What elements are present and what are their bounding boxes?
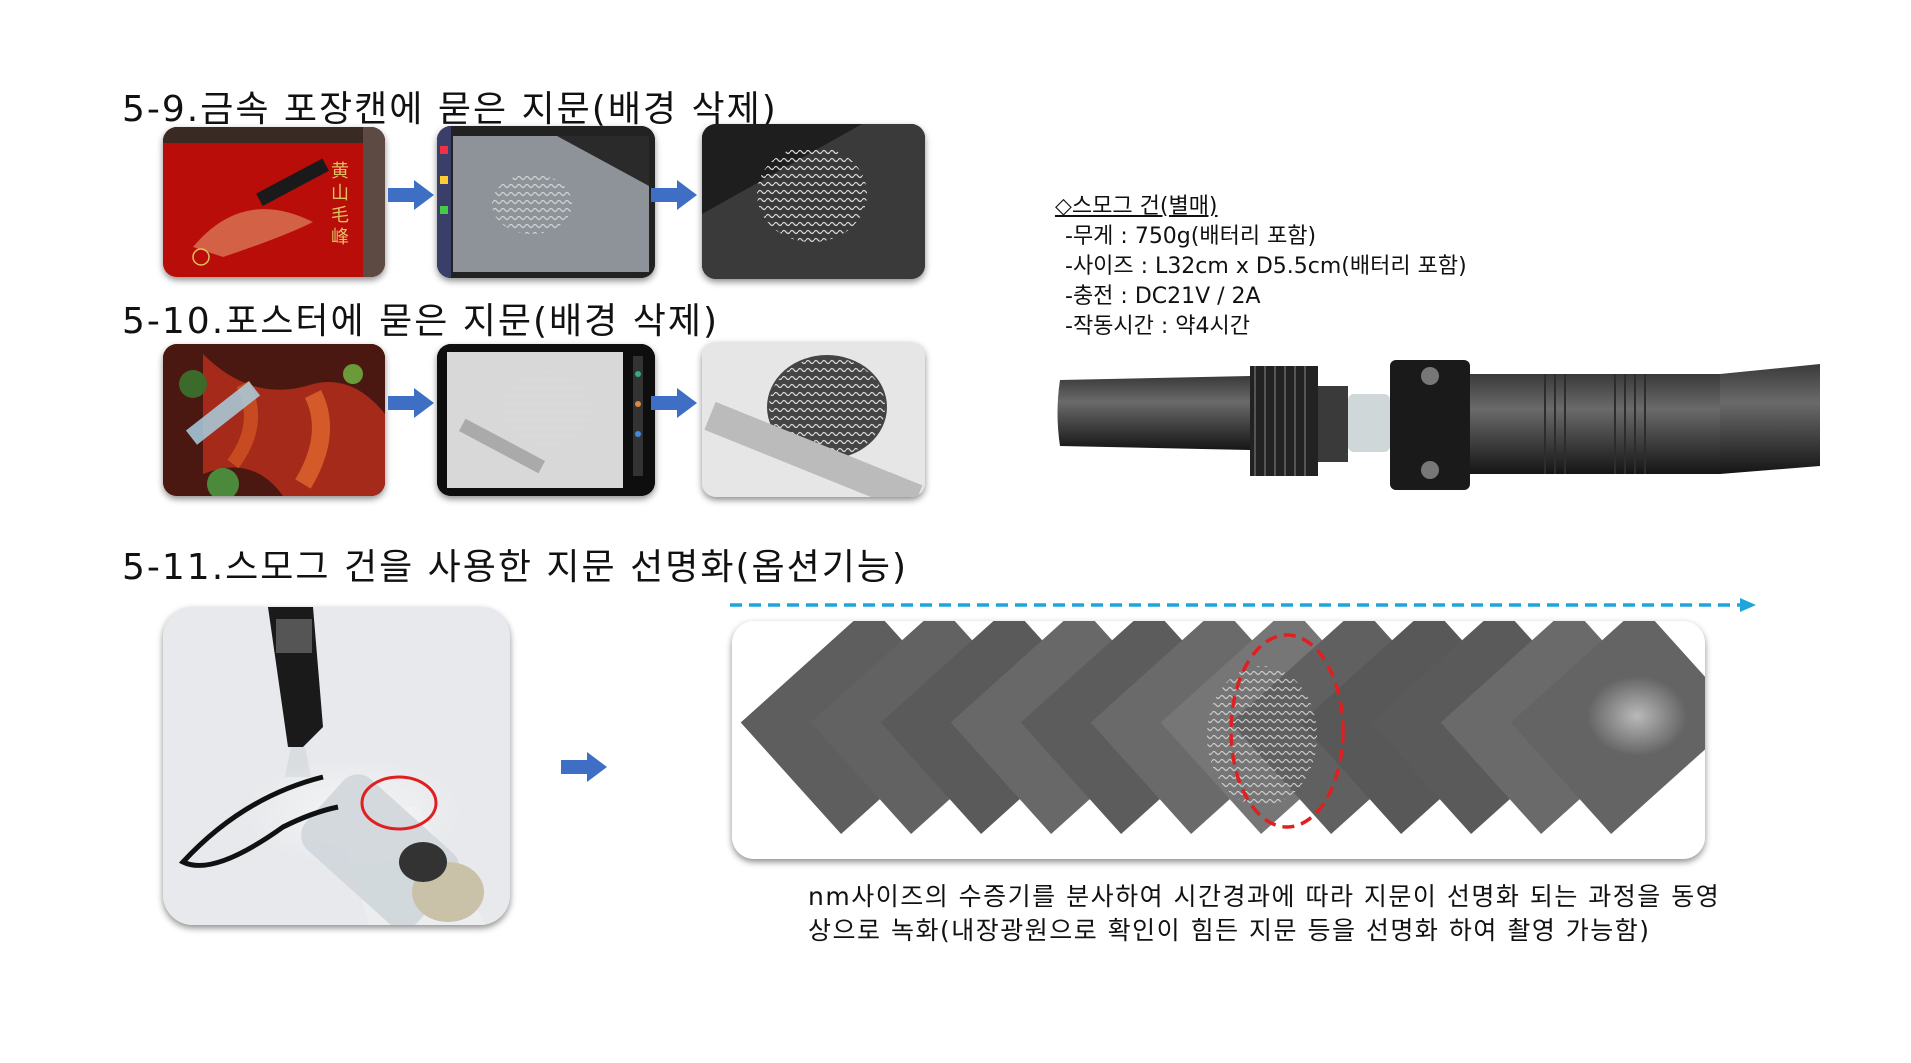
section-10-title: 5-10.포스터에 묻은 지문(배경 삭제) — [122, 301, 720, 342]
poster-fingerprint-result-photo — [702, 342, 925, 497]
section-11-title: 5-11.스모그 건을 사용한 지문 선명화(옵션기능) — [122, 547, 909, 588]
spec-weight: -무게 : 750g(배터리 포함) — [1065, 224, 1317, 249]
arrow-icon — [651, 388, 697, 418]
metal-can-photo: 黄山毛峰 — [163, 127, 385, 277]
metal-can-fingerprint-result-photo — [702, 124, 925, 279]
arrow-icon — [388, 180, 434, 210]
timeline-dashed-arrow-icon — [730, 598, 1756, 612]
svg-text:山: 山 — [331, 183, 349, 204]
arrow-icon — [561, 752, 607, 782]
smoke-gun-photo — [1057, 360, 1820, 490]
arrow-icon — [388, 388, 434, 418]
fingerprint-timelapse-sequence — [732, 621, 1705, 859]
spec-size: -사이즈 : L32cm x D5.5cm(배터리 포함) — [1065, 254, 1467, 279]
svg-text:峰: 峰 — [331, 227, 349, 248]
poster-photo — [163, 344, 385, 496]
spec-charge: -충전 : DC21V / 2A — [1065, 284, 1261, 309]
svg-text:黄: 黄 — [331, 161, 349, 182]
poster-fingerprint-screen-photo — [437, 344, 655, 496]
timelapse-caption: nm사이즈의 수증기를 분사하여 시간경과에 따라 지문이 선명화 되는 과정을… — [808, 882, 1721, 945]
metal-can-fingerprint-screen-photo — [437, 126, 655, 278]
spec-title: ◇스모그 건(별매) — [1055, 194, 1218, 219]
smoke-gun-spec: ◇스모그 건(별매) -무게 : 750g(배터리 포함) -사이즈 : L32… — [1055, 192, 1467, 342]
section-9-title: 5-9.금속 포장캔에 묻은 지문(배경 삭제) — [122, 89, 778, 130]
smoke-gun-usage-photo — [163, 607, 510, 925]
svg-text:毛: 毛 — [331, 205, 349, 226]
spec-runtime: -작동시간 : 약4시간 — [1065, 314, 1251, 339]
arrow-icon — [651, 180, 697, 210]
